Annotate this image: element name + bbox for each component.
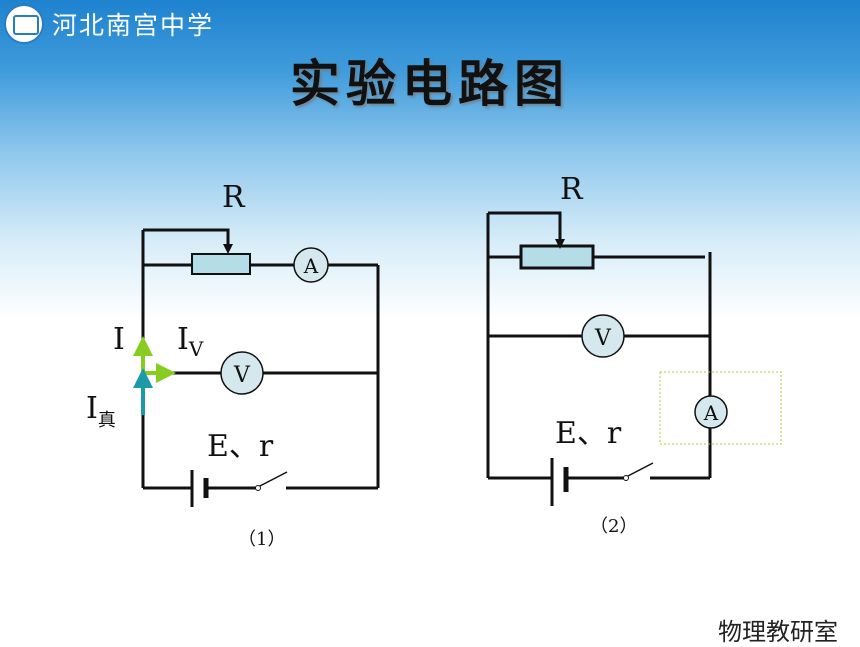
c2-caption: （2） — [590, 516, 637, 537]
label-current-Iv: IV — [177, 322, 204, 361]
school-name: 河北南宫中学 — [52, 11, 215, 40]
c1-voltmeter — [220, 351, 264, 395]
c2-ammeter-label: A — [703, 401, 719, 425]
c1-source-label: E、r — [207, 429, 274, 464]
c2-source-label: E、r — [555, 416, 622, 451]
c2-ammeter — [694, 395, 728, 429]
c1-resistor-label: R — [222, 180, 246, 215]
c1-switch — [257, 471, 288, 488]
c1-rheostat — [191, 253, 251, 275]
c1-caption: （1） — [238, 529, 285, 550]
school-logo-icon — [4, 4, 44, 44]
slide-title: 实验电路图 — [290, 55, 570, 113]
selection-box — [659, 371, 782, 445]
c1-ammeter-label: A — [303, 254, 319, 278]
c1-ammeter — [293, 247, 329, 283]
c2-resistor-label: R — [560, 172, 584, 207]
footer-label: 物理教研室 — [718, 618, 838, 646]
c2-voltmeter-label: V — [594, 326, 612, 351]
circuit-2 — [486, 211, 712, 480]
label-current-I: I — [113, 322, 125, 357]
c2-slider-wire — [488, 211, 562, 245]
c2-switch — [625, 462, 654, 478]
label-current-Itrue: I真 — [86, 391, 116, 431]
c1-slider-wire — [143, 228, 230, 248]
c1-voltmeter-label: V — [233, 363, 251, 388]
c2-voltmeter — [581, 314, 625, 358]
c2-rheostat — [519, 244, 595, 270]
